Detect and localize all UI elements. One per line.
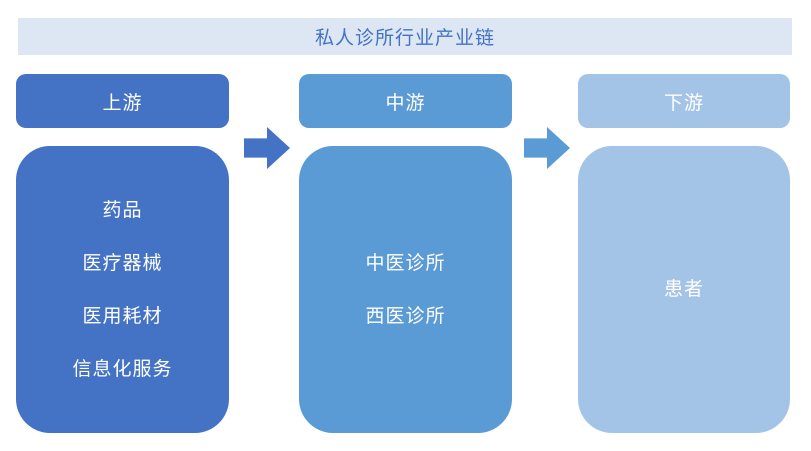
upstream-item-medical-consumables: 医用耗材	[82, 305, 163, 327]
downstream-header-box: 下游	[578, 74, 790, 128]
downstream-header-label: 下游	[663, 92, 704, 114]
diagram-title: 私人诊所行业产业链	[314, 28, 495, 49]
midstream-header-box: 中游	[299, 74, 512, 128]
right-arrow-icon	[244, 127, 290, 169]
upstream-item-it-services: 信息化服务	[72, 358, 173, 380]
diagram-title-banner: 私人诊所行业产业链	[18, 18, 792, 55]
midstream-item-tcm-clinic: 中医诊所	[365, 252, 446, 274]
upstream-header-label: 上游	[102, 92, 143, 114]
midstream-header-label: 中游	[385, 92, 426, 114]
downstream-body-box: 患者	[578, 146, 790, 433]
upstream-item-drugs: 药品	[102, 199, 143, 221]
right-arrow-icon	[524, 127, 570, 169]
midstream-body-box: 中医诊所 西医诊所	[299, 146, 512, 433]
midstream-item-western-clinic: 西医诊所	[365, 305, 446, 327]
upstream-item-medical-devices: 医疗器械	[82, 252, 163, 274]
downstream-item-patients: 患者	[663, 279, 704, 300]
upstream-body-box: 药品 医疗器械 医用耗材 信息化服务	[16, 146, 229, 433]
upstream-header-box: 上游	[16, 74, 229, 128]
